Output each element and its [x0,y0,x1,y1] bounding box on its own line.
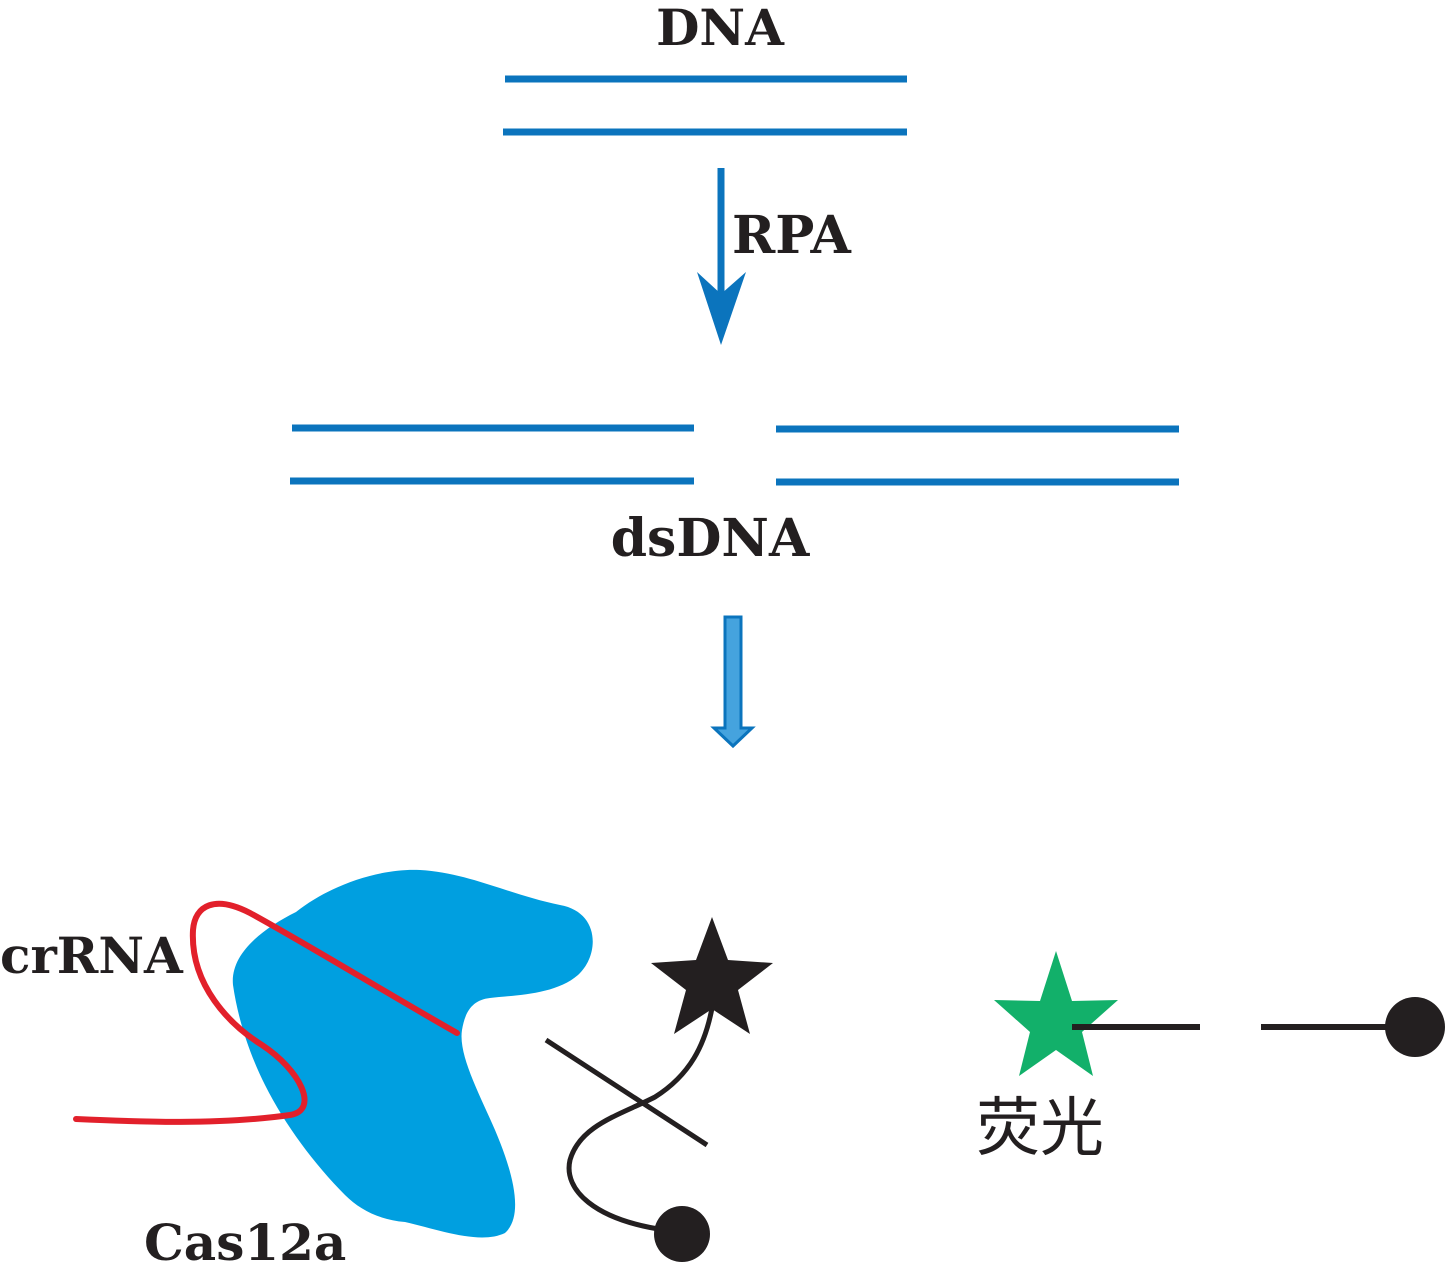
cleavage-cross-line-icon [544,1037,709,1148]
dsdna-label: dsDNA [611,508,810,569]
quencher-dot-icon [654,1206,710,1262]
amplified-dsdna [290,424,1179,486]
quenched-fluorophore-star-icon [651,917,773,1034]
rpa-arrow [697,168,746,345]
quenched-reporter [544,917,773,1262]
rpa-label: RPA [732,205,852,266]
rpa-arrow-head [697,272,746,345]
input-dna-double-strand [503,75,907,136]
crrna-strand [73,901,460,1125]
cas12a-label: Cas12a [144,1213,346,1264]
released-fluorophore-star-icon [994,951,1118,1076]
reporter-ssdna-curve [566,1007,715,1233]
fluorescence-label: 荧光 [976,1092,1104,1166]
cleaved-reporter [994,951,1445,1076]
cas12a-protein [232,869,593,1238]
crrna-label: crRNA [0,926,184,985]
dna-label: DNA [656,0,785,57]
hollow-down-arrow [710,615,756,749]
released-quencher-dot-icon [1385,997,1445,1057]
